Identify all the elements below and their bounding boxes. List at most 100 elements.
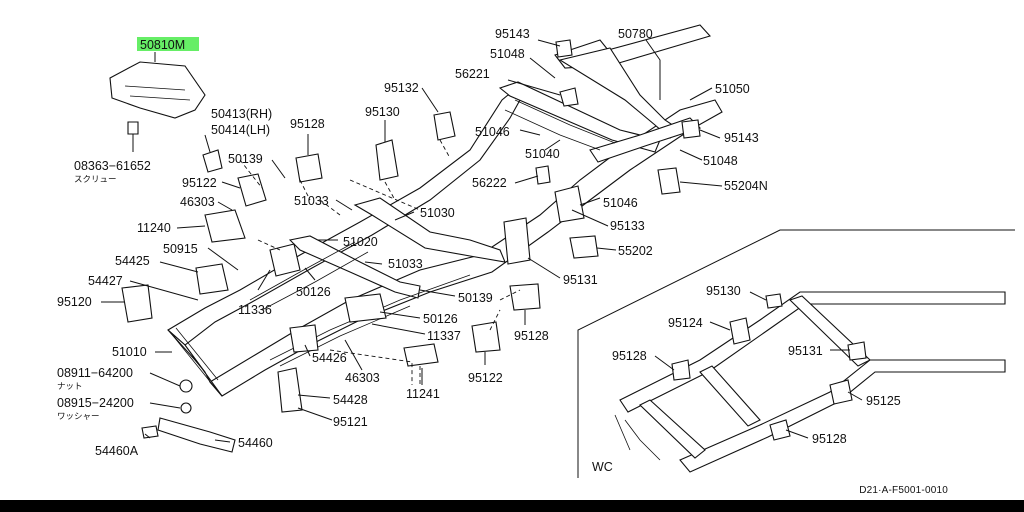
wc-cross-member-2	[699, 365, 761, 427]
label-50414: 50414(LH)	[211, 123, 270, 137]
label-54427: 54427	[88, 274, 123, 288]
label-54425: 54425	[115, 254, 150, 268]
label-56222: 56222	[472, 176, 507, 190]
rear-cross-member-3	[589, 117, 702, 163]
label-50139-a: 50139	[228, 152, 263, 166]
label-95128-b: 95128	[514, 329, 549, 343]
label-11337: 11337	[427, 329, 461, 343]
wc-mount-95128-a	[671, 359, 691, 381]
label-51046-b: 51046	[603, 196, 638, 210]
label-11336: 11336	[238, 303, 272, 317]
label-wc-95125: 95125	[866, 394, 901, 408]
wc-mount-95131	[847, 341, 867, 361]
bracket-95122-a	[237, 173, 267, 207]
bracket-55204N	[657, 167, 681, 195]
bracket-95133	[554, 185, 585, 223]
highlight-50810M	[137, 37, 199, 51]
label-50810M: 50810M	[140, 38, 185, 52]
label-wc-95128-a: 95128	[612, 349, 647, 363]
label-08363: 08363−61652	[74, 159, 151, 173]
leader-lines	[101, 39, 723, 443]
label-wc-95130: 95130	[706, 284, 741, 298]
label-46303-b: 46303	[345, 371, 380, 385]
label-95130: 95130	[365, 105, 400, 119]
bolt-54460A	[141, 425, 159, 439]
bracket-95132	[433, 111, 456, 141]
label-54460A: 54460A	[95, 444, 139, 458]
label-wc-95131: 95131	[788, 344, 823, 358]
label-50413: 50413(RH)	[211, 107, 272, 121]
bracket-54426	[289, 324, 319, 353]
transmission-cross-member	[288, 235, 421, 299]
skid-plate-50810M	[109, 61, 206, 119]
label-50126-b: 50126	[423, 312, 458, 326]
mount-11337	[344, 293, 387, 323]
label-95131-a: 95131	[563, 273, 598, 287]
brackets	[109, 39, 701, 453]
wc-inset	[577, 229, 1015, 478]
bracket-50413	[202, 149, 223, 173]
label-55204N: 55204N	[724, 179, 768, 193]
label-46303-a: 46303	[180, 195, 215, 209]
main-frame	[167, 24, 723, 397]
label-08915: 08915−24200	[57, 396, 134, 410]
bracket-11241	[403, 343, 439, 367]
label-nut-jp: ナット	[57, 381, 83, 391]
mount-55202	[569, 235, 599, 259]
nut-08911	[179, 379, 193, 393]
assembly-dashed-lines	[239, 139, 521, 385]
label-51020: 51020	[343, 235, 378, 249]
label-11241: 11241	[406, 387, 440, 401]
label-95133: 95133	[610, 219, 645, 233]
label-54426: 54426	[312, 351, 347, 365]
label-95121: 95121	[333, 415, 368, 429]
label-95128-a: 95128	[290, 117, 325, 131]
label-51030: 51030	[420, 206, 455, 220]
washer-08915	[180, 402, 192, 414]
bottom-bar	[0, 500, 1024, 512]
label-wc-tag: WC	[592, 460, 613, 474]
label-51050: 51050	[715, 82, 750, 96]
bracket-56222	[535, 165, 551, 185]
bracket-95130	[375, 139, 399, 181]
wc-frame-rail-right	[679, 359, 1006, 473]
label-55202: 55202	[618, 244, 653, 258]
bracket-54428	[277, 367, 303, 413]
label-50915: 50915	[163, 242, 198, 256]
wc-mount-95124	[729, 317, 751, 345]
label-54428: 54428	[333, 393, 368, 407]
label-11240: 11240	[137, 221, 171, 235]
label-56221: 56221	[455, 67, 490, 81]
label-wc-95128-b: 95128	[812, 432, 847, 446]
bracket-95143-b	[681, 119, 701, 139]
label-51048-b: 51048	[703, 154, 738, 168]
bracket-95122-b	[471, 321, 501, 353]
label-95143-b: 95143	[724, 131, 759, 145]
wc-mount-95125	[829, 379, 853, 405]
label-95132: 95132	[384, 81, 419, 95]
label-08911: 08911−64200	[57, 366, 133, 380]
label-51033-a: 51033	[294, 194, 329, 208]
bracket-95128-b	[509, 283, 541, 311]
label-wc-95124: 95124	[668, 316, 703, 330]
bracket-11336	[269, 243, 301, 277]
label-51048-a: 51048	[490, 47, 525, 61]
bracket-95128-a	[295, 153, 323, 183]
wc-mount-95130	[765, 293, 783, 309]
bracket-54425	[195, 263, 229, 295]
bracket-95131	[503, 217, 531, 265]
wc-inset-border	[577, 229, 1015, 478]
bracket-95143-a	[555, 39, 573, 58]
label-95122-a: 95122	[182, 176, 217, 190]
drawing-code: D21·A-F5001-0010	[859, 485, 948, 496]
label-95122-b: 95122	[468, 371, 503, 385]
label-screw-jp: スクリュー	[74, 174, 117, 184]
label-51033-b: 51033	[388, 257, 423, 271]
center-cross-member	[353, 197, 506, 263]
bracket-56221	[559, 87, 579, 107]
screw-08363	[127, 121, 139, 135]
bracket-95120	[121, 284, 153, 323]
label-50126-a: 50126	[296, 285, 331, 299]
mount-11240	[204, 209, 246, 243]
wc-mount-95128-b	[769, 419, 791, 441]
